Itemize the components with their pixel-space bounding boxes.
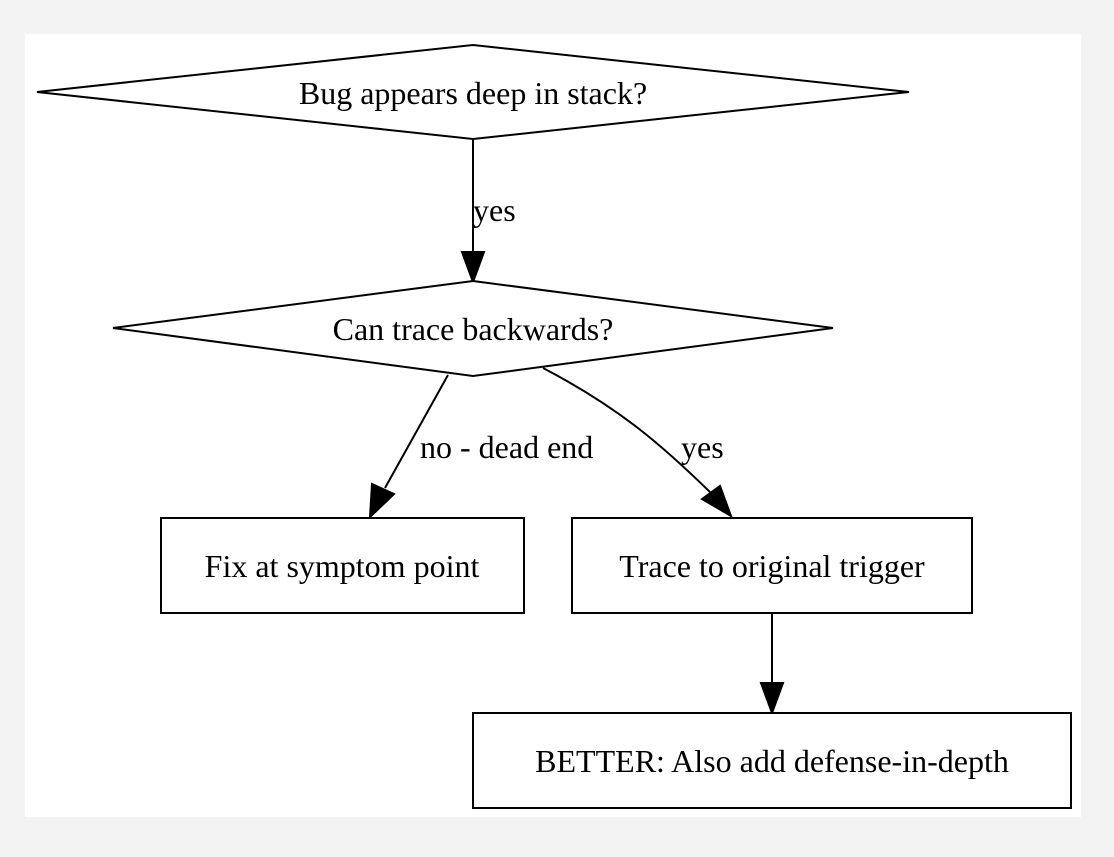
decision-diamond (112, 279, 834, 378)
node-better: BETTER: Also add defense-in-depth (472, 712, 1072, 809)
arrowhead (759, 682, 785, 716)
node-fix-symptom: Fix at symptom point (160, 517, 525, 614)
process-box (472, 712, 1072, 809)
edge-trace-to-trigger-label: yes (681, 429, 724, 465)
diagram-background (25, 34, 1081, 817)
process-box (160, 517, 525, 614)
edge-trace-to-trigger: yes (542, 367, 733, 519)
decision-bug-deep: Bug appears deep in stack? (36, 43, 910, 141)
node-trace-trigger: Trace to original trigger (571, 517, 973, 614)
process-box (571, 517, 973, 614)
edge-curve (542, 367, 713, 495)
arrowhead (368, 482, 396, 520)
arrowhead (700, 484, 733, 519)
node-fix-symptom-label: Fix at symptom point (205, 548, 480, 584)
decision-bug-deep-label: Bug appears deep in stack? (299, 75, 647, 111)
node-better-label: BETTER: Also add defense-in-depth (535, 743, 1009, 779)
edge-trace-to-fix-label: no - dead end (420, 429, 593, 465)
edge-bug-to-trace-label: yes (473, 192, 516, 228)
edge-line (384, 374, 449, 489)
node-trace-trigger-label: Trace to original trigger (619, 548, 925, 584)
decision-can-trace-label: Can trace backwards? (333, 311, 614, 347)
arrowhead (460, 251, 486, 285)
decision-can-trace: Can trace backwards? (112, 279, 834, 378)
edge-bug-to-trace: yes (460, 139, 516, 285)
edge-trace-to-fix: no - dead end (368, 374, 593, 520)
edge-trigger-to-better (759, 613, 785, 716)
